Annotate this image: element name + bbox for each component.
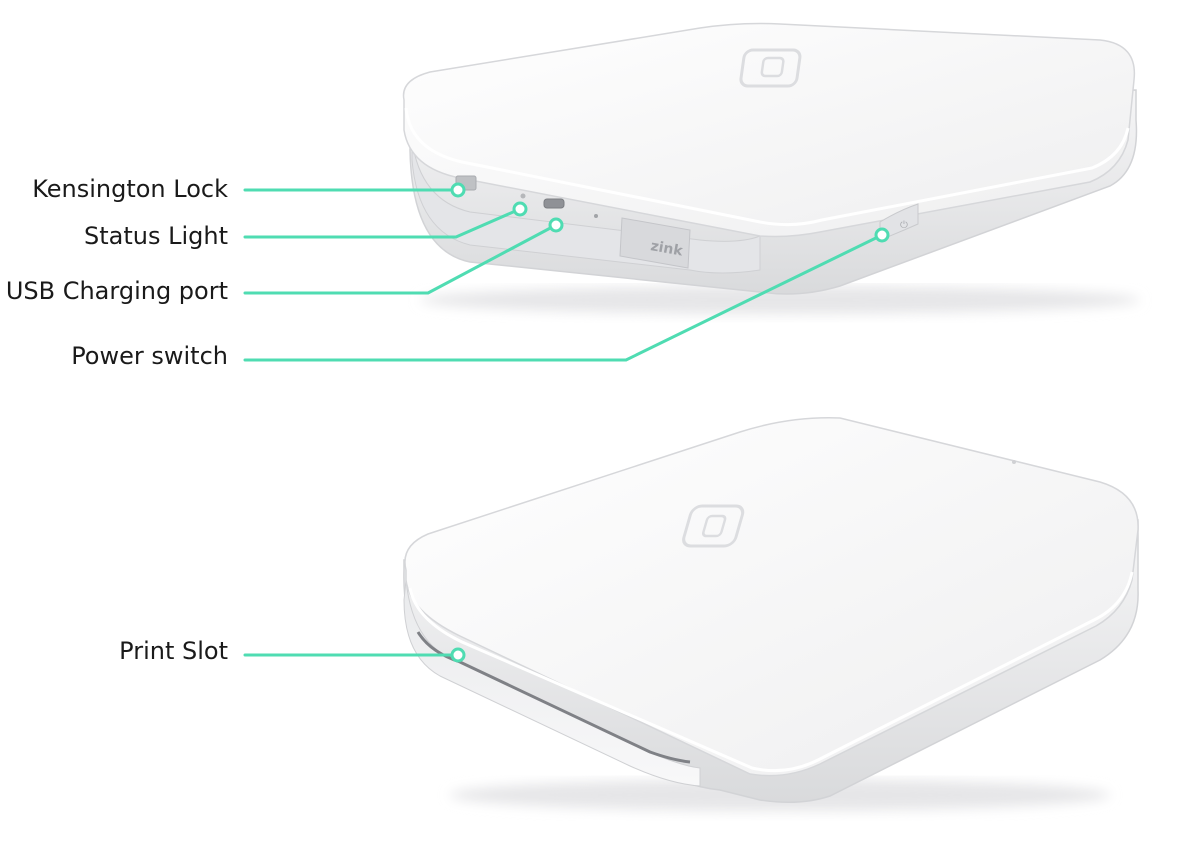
callout-dot-usb-charging-port [548, 217, 564, 233]
printer-bottom-lid [404, 417, 1139, 777]
printer-top-shadow [420, 286, 1140, 314]
usb-port [543, 198, 565, 209]
callout-label-status-light: Status Light [84, 222, 228, 250]
zink-badge-text: zink [649, 238, 684, 259]
callout-dot-print-slot [450, 647, 466, 663]
printer-logo-icon-bottom [682, 504, 745, 548]
reset-pinhole [594, 214, 598, 218]
callout-label-power-switch: Power switch [71, 342, 228, 370]
callout-lines [243, 188, 884, 657]
power-icon: ⏻ [900, 220, 908, 231]
callout-line-status-light [243, 207, 522, 239]
callout-label-kensington-lock: Kensington Lock [32, 175, 228, 203]
print-slot [416, 631, 691, 764]
printer-bottom-view [403, 417, 1139, 811]
callout-line-usb-charging-port [243, 223, 558, 295]
zink-badge: zink [619, 217, 691, 269]
callout-dots [450, 182, 890, 663]
printer-top-rim [404, 107, 1130, 227]
callout-dot-power-switch [874, 227, 890, 243]
callout-dot-kensington-lock [450, 182, 466, 198]
printer-top-view: zink ⏻ [402, 22, 1140, 314]
callout-dot-status-light [512, 201, 528, 217]
printer-logo-icon [739, 48, 802, 88]
status-light-top [1012, 460, 1016, 464]
callout-label-usb-charging-port: USB Charging port [5, 277, 228, 305]
callout-label-print-slot: Print Slot [119, 637, 228, 665]
status-light-led [520, 193, 526, 199]
printer-bottom-rim [408, 571, 1134, 773]
callout-line-power-switch [243, 233, 884, 362]
